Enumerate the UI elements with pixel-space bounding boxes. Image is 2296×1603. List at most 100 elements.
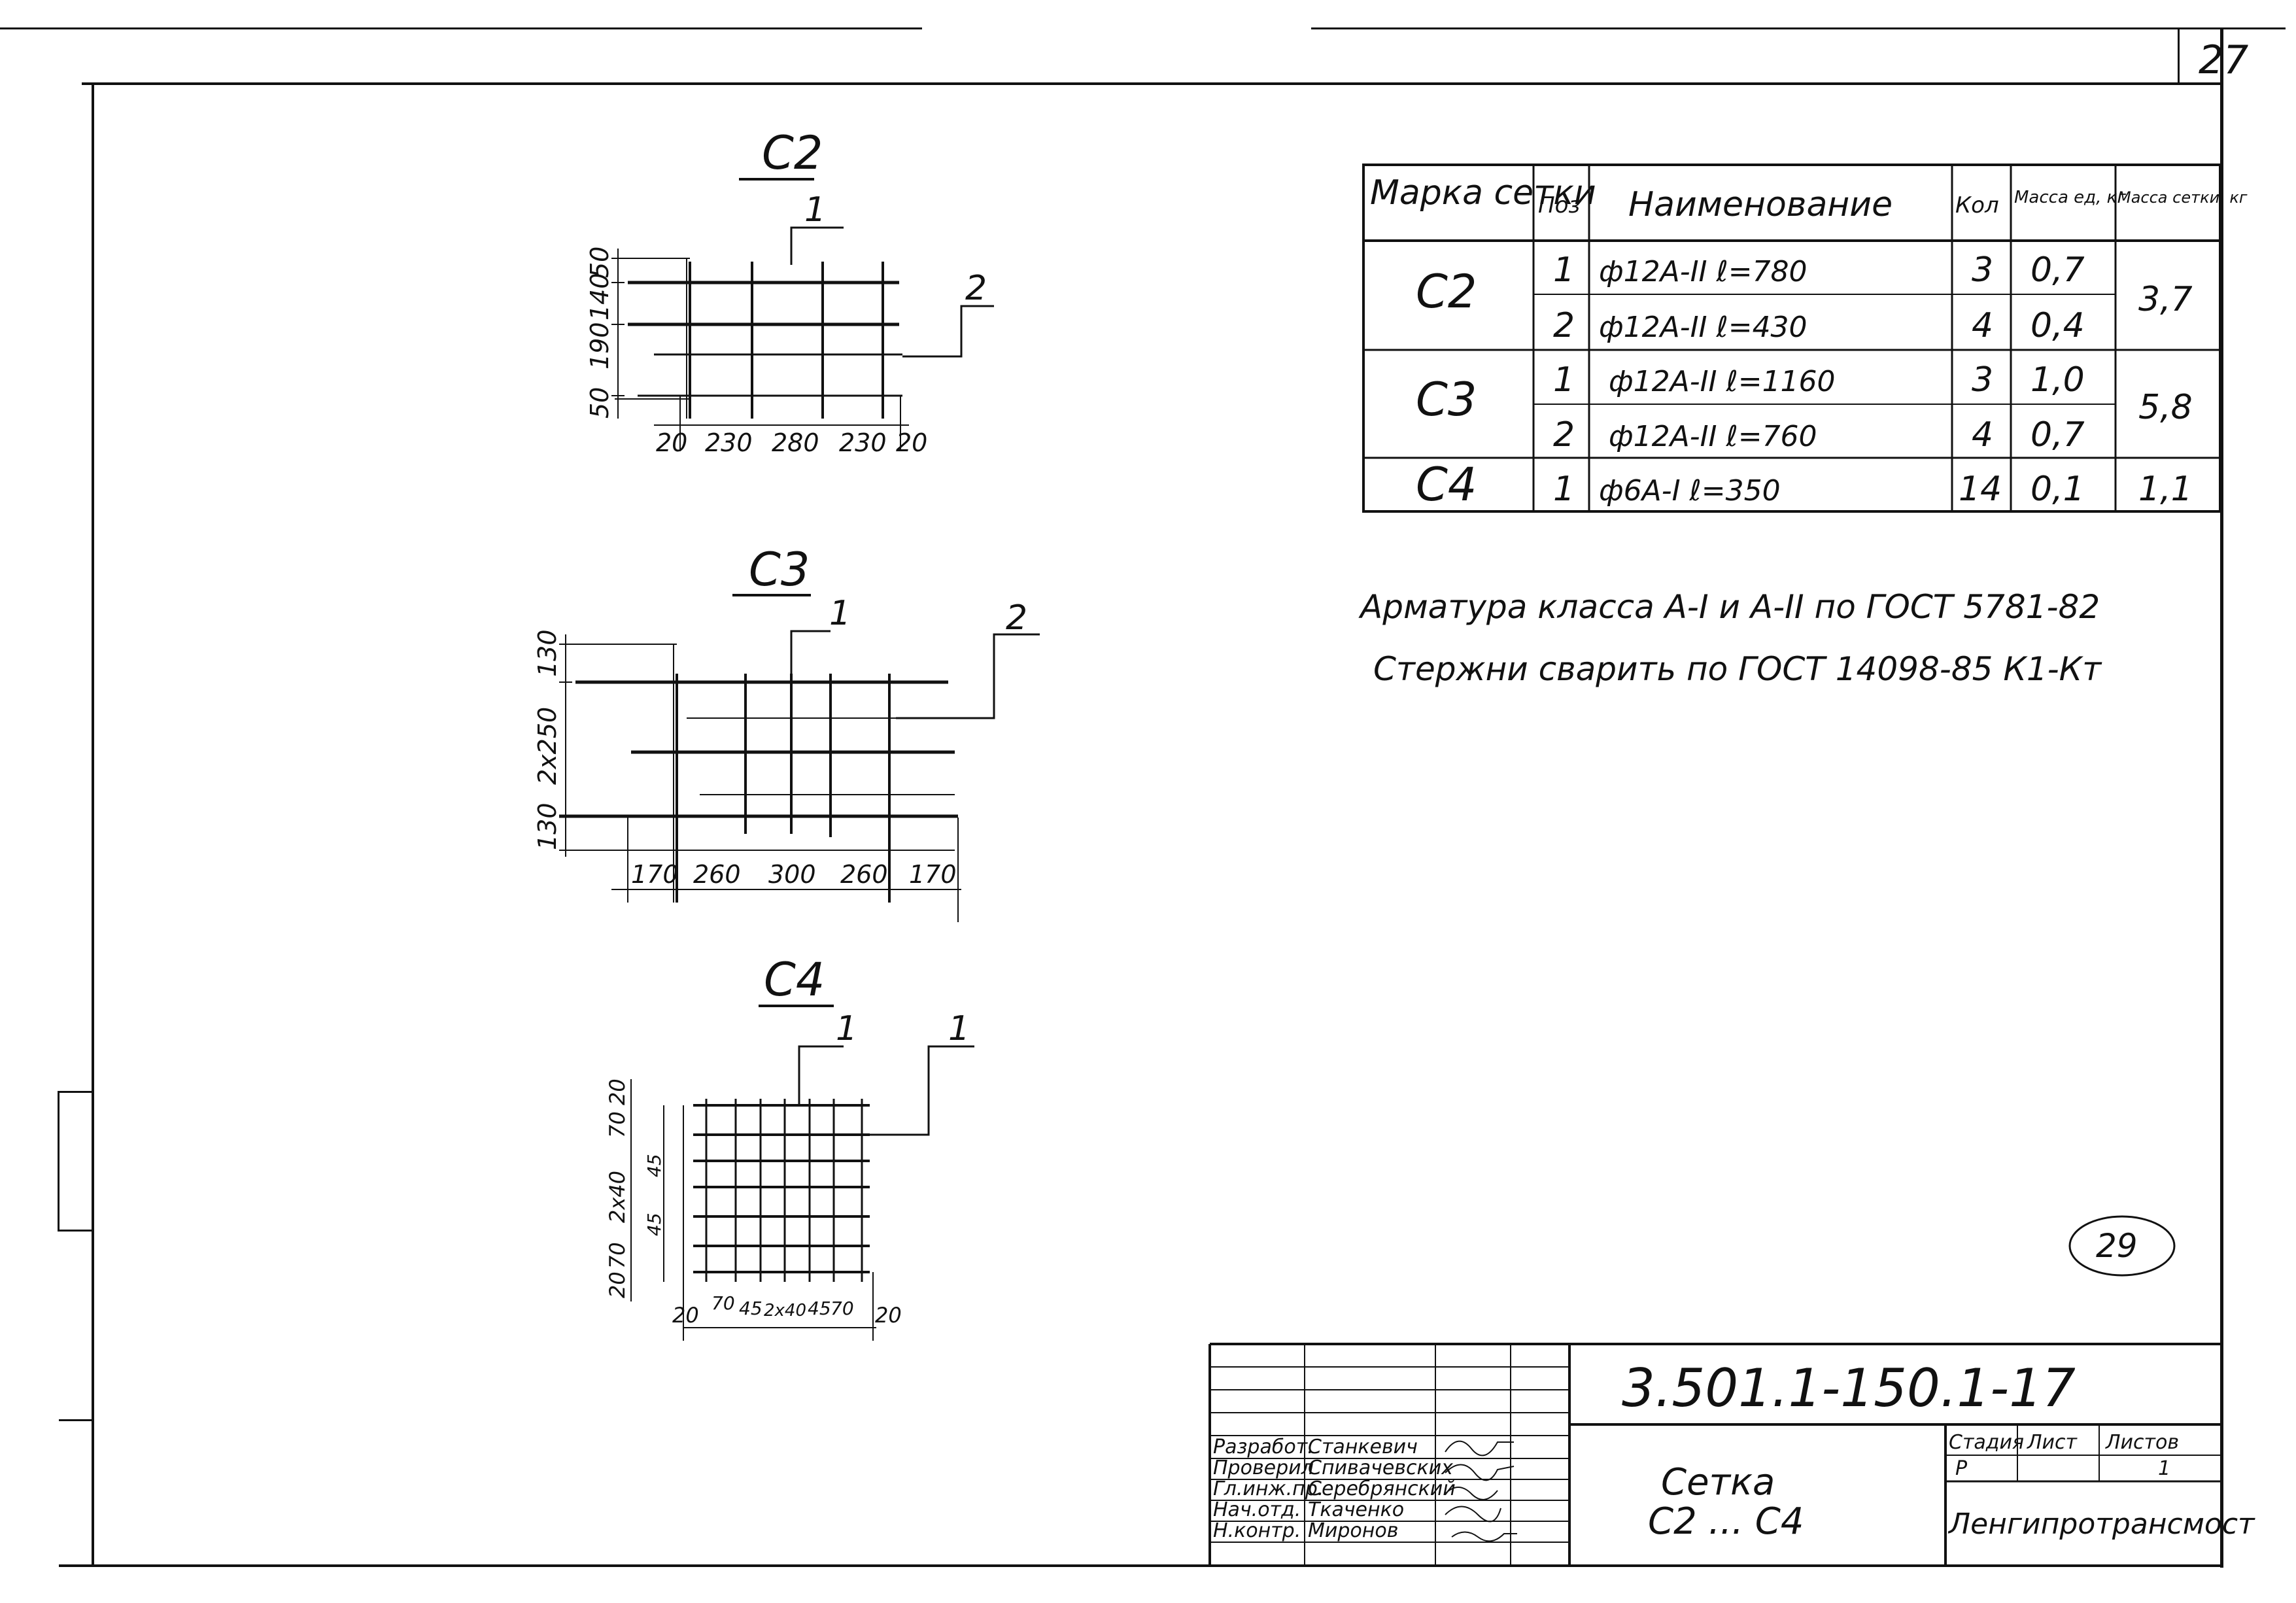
sheets-label: Листов [2105, 1431, 2179, 1454]
c3-callout-2: 2 [1006, 598, 1027, 638]
table-header-name: Наименование [1628, 185, 1893, 224]
table-mark-c4: С4 [1416, 458, 1477, 511]
c2-callout-2: 2 [965, 269, 987, 308]
frame-top [82, 82, 2220, 85]
table-c3-mass-mesh: 5,8 [2138, 388, 2193, 427]
title-line-1: Сетка [1661, 1461, 1775, 1504]
frame-left [92, 82, 94, 1567]
c2-dim-h-4: 230 [839, 428, 887, 457]
table-c2-mass-mesh: 3,7 [2138, 280, 2193, 319]
table-c3-name-1: ф12А-II ℓ=1160 [1609, 365, 1836, 398]
doc-code: 3.501.1-150.1-17 [1622, 1358, 2076, 1419]
c3-dim-h-2: 260 [693, 860, 741, 889]
table-c2-pos-2: 2 [1553, 306, 1575, 345]
signature-role-1: Разработ. [1213, 1436, 1314, 1458]
c4-dim-v-4: 70 [605, 1242, 630, 1269]
c4-dim-h-3: 45 [739, 1298, 762, 1319]
page-number-box-left [2178, 29, 2180, 84]
mesh-c4-drawing [630, 1005, 974, 1341]
c2-title: С2 [762, 126, 823, 180]
table-c4-mass-1: 0,1 [2030, 470, 2085, 509]
binding-mark-top [59, 1091, 93, 1093]
table-mark-c3: С3 [1416, 373, 1477, 426]
c2-dim-v-2: 190 [585, 322, 614, 370]
sheets-value: 1 [2158, 1457, 2170, 1480]
table-c3-pos-1: 1 [1553, 360, 1575, 400]
c3-dim-h-5: 170 [909, 860, 957, 889]
signature-role-3: Гл.инж.пр. [1213, 1477, 1324, 1500]
signature-role-2: Проверил [1213, 1456, 1314, 1479]
binding-mark-2 [59, 1419, 93, 1421]
page-number: 27 [2199, 37, 2248, 83]
signature-name-5: Миронов [1308, 1519, 1398, 1542]
sheet-label: Лист [2027, 1431, 2078, 1454]
table-c2-mass-1: 0,7 [2030, 250, 2085, 290]
c4-dim-v-5: 20 [605, 1271, 630, 1298]
table-c3-mass-2: 0,7 [2030, 415, 2085, 455]
signature-scribbles [1445, 1440, 1517, 1542]
table-c2-name-2: ф12А-II ℓ=430 [1599, 311, 1808, 344]
table-c4-qty-1: 14 [1959, 470, 2002, 509]
c3-title: С3 [749, 543, 810, 596]
note-line-2: Стержни сварить по ГОСТ 14098-85 К1-Кт [1373, 650, 2102, 688]
c3-dim-h-1: 170 [631, 860, 679, 889]
signature-name-1: Станкевич [1308, 1436, 1418, 1458]
table-header-mass-unit: Масса ед, кг [2014, 188, 2126, 207]
c3-dim-v-3: 130 [533, 802, 562, 850]
signature-name-3: Серебрянский [1308, 1477, 1456, 1500]
c4-dim-v-2: 70 [605, 1111, 630, 1138]
c4-title: С4 [764, 953, 825, 1007]
table-header-qty: Кол [1955, 192, 1999, 218]
stage-label: Стадия [1949, 1431, 2024, 1454]
table-c3-qty-2: 4 [1972, 415, 1993, 455]
c4-dim-h-2: 70 [711, 1292, 735, 1314]
table-c3-mass-1: 1,0 [2030, 360, 2085, 400]
table-c3-qty-1: 3 [1972, 360, 1993, 400]
title-block-grid [1208, 1343, 2220, 1564]
binding-mark-bottom [59, 1230, 93, 1232]
table-header-mark: Марка сетки [1370, 173, 1596, 213]
note-line-1: Арматура класса А-I и А-II по ГОСТ 5781-… [1358, 588, 2100, 626]
table-c3-name-2: ф12А-II ℓ=760 [1609, 420, 1817, 453]
stage-value: Р [1955, 1457, 1968, 1480]
frame-right [2220, 29, 2223, 1568]
c4-dim-h-7: 20 [875, 1303, 902, 1328]
c2-dim-v-1: 50 [585, 387, 614, 419]
c2-dim-h-3: 280 [772, 428, 819, 457]
signature-name-2: Спивачевских [1308, 1456, 1453, 1479]
table-c2-name-1: ф12А-II ℓ=780 [1599, 255, 1808, 288]
top-line-left [0, 27, 922, 29]
c4-dim-h-4: 2х40 [764, 1301, 806, 1320]
circle-mark-number: 29 [2096, 1227, 2138, 1265]
mesh-c2-drawing [611, 178, 994, 451]
c4-callout-2: 1 [948, 1009, 970, 1048]
c2-dim-h-2: 230 [705, 428, 753, 457]
signature-role-4: Нач.отд. [1213, 1498, 1301, 1521]
table-header-pos: Поз [1538, 192, 1580, 218]
table-c2-qty-2: 4 [1972, 306, 1993, 345]
table-c2-qty-1: 3 [1972, 250, 1993, 290]
c2-dim-h-5: 20 [896, 428, 927, 457]
organization: Ленгипротрансмост [1947, 1508, 2255, 1541]
c3-dim-v-2: 2х250 [533, 707, 562, 785]
table-c3-pos-2: 2 [1553, 415, 1575, 455]
c3-callout-1: 1 [829, 594, 851, 633]
signature-role-5: Н.контр. [1213, 1519, 1301, 1542]
c3-dim-h-4: 260 [840, 860, 888, 889]
c4-dim-v-inner-2: 45 [643, 1213, 665, 1236]
title-line-2: С2 ... С4 [1648, 1500, 1804, 1543]
table-c4-mass-mesh: 1,1 [2138, 470, 2193, 509]
table-c2-pos-1: 1 [1553, 250, 1575, 290]
c2-dim-v-3: 140 [585, 273, 614, 320]
circle-mark-ring [2068, 1215, 2176, 1277]
table-header-mass-mesh: Масса сетки, кг [2117, 188, 2248, 207]
c4-dim-h-1: 20 [672, 1303, 699, 1328]
c4-dim-v-inner-1: 45 [643, 1154, 665, 1177]
top-line-right [1311, 27, 2286, 29]
c2-dim-h-1: 20 [656, 428, 687, 457]
c3-dim-h-3: 300 [768, 860, 816, 889]
binding-mark-left [58, 1091, 60, 1232]
c4-dim-h-5: 45 [808, 1298, 831, 1319]
c4-callout-1: 1 [836, 1009, 857, 1048]
